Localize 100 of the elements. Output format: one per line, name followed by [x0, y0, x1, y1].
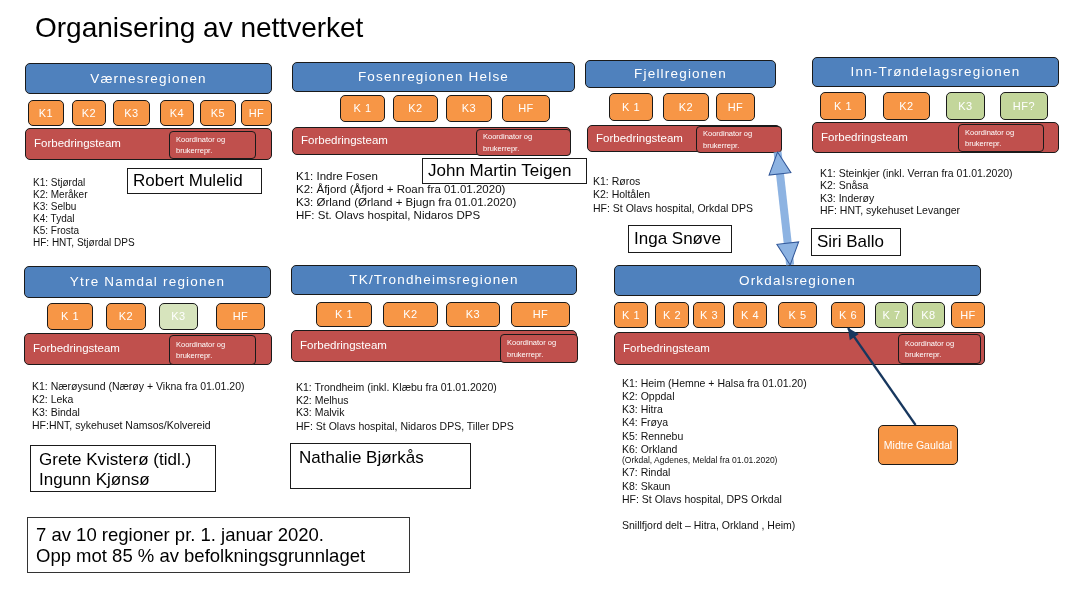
unit-box: K2	[883, 92, 930, 120]
team-label: Forbedringsteam	[300, 134, 388, 148]
unit-box: K3	[446, 95, 492, 122]
info-text: K4: Tydal	[33, 213, 75, 224]
info-text: K3: Inderøy	[820, 192, 875, 204]
info-text: HF: St Olavs hospital, Orkdal DPS	[593, 202, 753, 214]
team-label: Forbedringsteam	[33, 137, 121, 151]
team-label: Forbedringsteam	[622, 341, 710, 356]
info-text: HF: St. Olavs hospital, Nidaros DPS	[296, 209, 481, 221]
info-text: K5: Rennebu	[622, 430, 684, 442]
unit-box: K2	[663, 93, 709, 121]
info-text: K3: Bindal	[32, 406, 80, 418]
info-text: K3: Ørland (Ørland + Bjugn fra 01.01.2020)	[296, 196, 517, 208]
name-box: Robert Mulelid	[127, 168, 262, 194]
unit-box: HF?	[1000, 92, 1048, 120]
team-label: Forbedringsteam	[595, 131, 683, 146]
info-text: HF: St Olavs hospital, Nidaros DPS, Tiller DPS	[296, 420, 514, 432]
team-bar	[614, 332, 985, 365]
region-header: Værnesregionen	[25, 63, 272, 94]
info-text: K4: Frøya	[622, 416, 669, 428]
unit-box: K 4	[733, 302, 767, 328]
callout-box: Midtre Gauldal	[878, 425, 958, 465]
info-text: K1: Stjørdal	[33, 177, 86, 188]
unit-box: K8	[912, 302, 945, 328]
unit-box: HF	[241, 100, 272, 126]
info-text: K2: Holtålen	[593, 188, 651, 200]
info-text: K5: Frosta	[33, 225, 80, 236]
unit-box: K3	[113, 100, 150, 126]
region-header: Fjellregionen	[585, 60, 776, 88]
info-text: HF: HNT, sykehuset Levanger	[820, 204, 961, 216]
unit-box: K3	[946, 92, 985, 120]
unit-box: K3	[159, 303, 198, 330]
note-line: Opp mot 85 % av befolkningsgrunnlaget	[36, 545, 366, 567]
info-text: HF: St Olavs hospital, DPS Orkdal	[622, 493, 782, 505]
info-text: HF:HNT, sykehuset Namsos/Kolvereid	[32, 419, 211, 431]
note-line: 7 av 10 regioner pr. 1. januar 2020.	[36, 523, 324, 545]
unit-box: HF	[216, 303, 265, 330]
unit-box: K 1	[316, 302, 372, 327]
info-text: K2: Meråker	[33, 189, 88, 200]
region-header: Orkdalsregionen	[614, 265, 981, 296]
info-text: (Orkdal, Agdenes, Meldal fra 01.01.2020)	[622, 455, 778, 465]
name-box: Inga Snøve	[628, 225, 732, 253]
unit-box: HF	[716, 93, 755, 121]
team-bar	[25, 128, 272, 160]
unit-box: HF	[502, 95, 550, 122]
unit-box: K 1	[820, 92, 866, 120]
name-box: Nathalie Bjørkås	[290, 443, 471, 489]
unit-box: K 1	[340, 95, 385, 122]
info-text: HF: HNT, Stjørdal DPS	[33, 237, 135, 248]
unit-box: HF	[511, 302, 570, 327]
unit-box: K 1	[614, 302, 648, 328]
unit-box: K 5	[778, 302, 817, 328]
name-box: Siri Ballo	[811, 228, 901, 256]
unit-box: K2	[106, 303, 146, 330]
unit-box: K5	[200, 100, 236, 126]
unit-box: K2	[72, 100, 106, 126]
unit-box: K2	[393, 95, 438, 122]
unit-box: K 7	[875, 302, 908, 328]
info-text: K6: Orkland	[622, 443, 678, 455]
name-box: Grete Kvisterø (tidl.) Ingunn Kjønsø	[30, 445, 216, 492]
unit-box: K 1	[47, 303, 93, 330]
info-text: K2: Åfjord (Åfjord + Roan fra 01.01.2020)	[296, 183, 506, 195]
info-text: K1: Heim (Hemne + Halsa fra 01.01.20)	[622, 377, 807, 389]
team-bar	[291, 330, 577, 362]
name-box: John Martin Teigen	[422, 158, 587, 184]
region-header: Ytre Namdal regionen	[24, 266, 271, 298]
info-text: K1: Indre Fosen	[296, 170, 378, 182]
info-text: K8: Skaun	[622, 480, 671, 492]
unit-box: K2	[383, 302, 438, 327]
unit-box: K3	[446, 302, 500, 327]
unit-box: K 6	[831, 302, 865, 328]
info-text: Snillfjord delt – Hitra, Orkland , Heim)	[622, 519, 796, 531]
team-bar	[292, 127, 571, 155]
unit-box: K 3	[693, 302, 725, 328]
unit-box: K4	[160, 100, 194, 126]
info-text: K2: Oppdal	[622, 390, 675, 402]
team-bar	[24, 333, 272, 365]
note-box	[27, 517, 410, 573]
region-header: Fosenregionen Helse	[292, 62, 575, 92]
team-bar	[812, 122, 1059, 153]
team-bar	[587, 125, 781, 152]
info-text: K2: Snåsa	[820, 179, 869, 191]
info-text: K3: Selbu	[33, 201, 77, 212]
team-label: Forbedringsteam	[820, 130, 908, 145]
info-text: K2: Melhus	[296, 394, 349, 406]
unit-box: HF	[951, 302, 985, 328]
team-label: Forbedringsteam	[299, 339, 387, 353]
info-text: K1: Steinkjer (inkl. Verran fra 01.01.2020)	[820, 167, 1013, 179]
team-label: Forbedringsteam	[32, 342, 120, 356]
region-header: TK/Trondheimsregionen	[291, 265, 577, 295]
info-text: K7: Rindal	[622, 466, 671, 478]
region-header: Inn-Trøndelagsregionen	[812, 57, 1059, 87]
info-text: K1: Trondheim (inkl. Klæbu fra 01.01.2020)	[296, 381, 497, 393]
info-text: K2: Leka	[32, 393, 74, 405]
info-text: K3: Hitra	[622, 403, 663, 415]
unit-box: K 1	[609, 93, 653, 121]
unit-box: K1	[28, 100, 64, 126]
page-title: Organisering av nettverket	[35, 12, 364, 44]
info-text: K1: Nærøysund (Nærøy + Vikna fra 01.01.20)	[32, 380, 245, 392]
info-text: K1: Røros	[593, 175, 641, 187]
